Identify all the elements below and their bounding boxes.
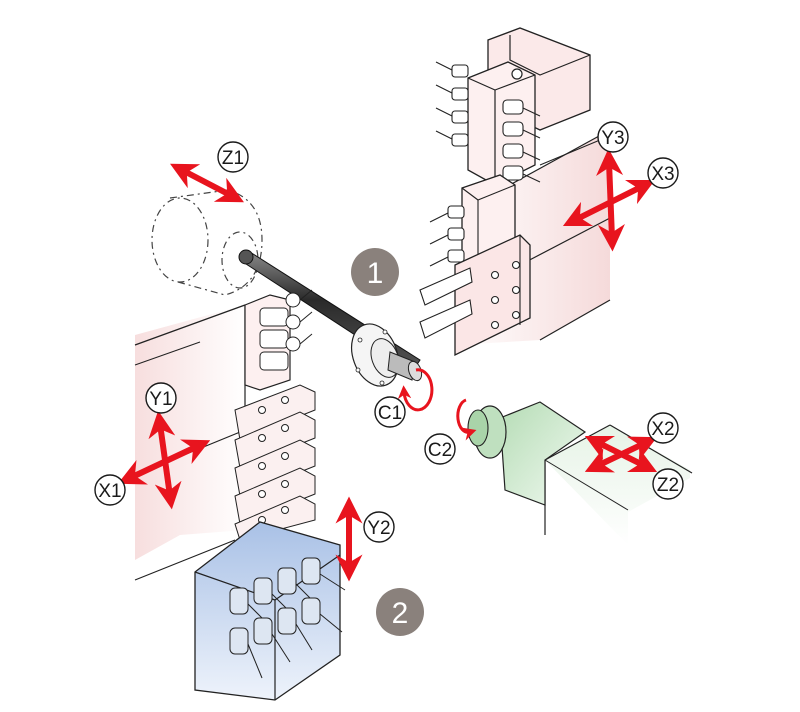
x3-arrow [562,179,656,227]
axis-label-z2: Z2 [652,468,684,500]
svg-text:Z2: Z2 [657,475,679,496]
svg-text:2: 2 [392,597,409,630]
c2-rotation-arrow [456,398,477,441]
axis-label-x3: X3 [647,157,679,189]
axis-label-c2: C2 [424,433,456,465]
axis-label-y1: Y1 [145,382,177,414]
z2-arrow [584,436,658,473]
main-spindle [151,189,263,296]
axis-label-y2: Y2 [363,511,395,543]
svg-text:C1: C1 [378,403,402,424]
axis-label-x2: X2 [647,412,679,444]
svg-text:X2: X2 [651,419,674,440]
axis-label-z1: Z1 [217,141,249,173]
x1-arrow [117,439,211,485]
svg-text:C2: C2 [428,440,452,461]
guide-bushing [351,323,423,387]
svg-text:Y2: Y2 [367,518,390,539]
axis-label-x1: X1 [94,474,126,506]
axis-arrows [117,148,658,582]
rotation-arrows [397,368,477,441]
callout-2: 2 [376,588,424,636]
svg-text:Y1: Y1 [149,389,172,410]
svg-text:X3: X3 [651,164,674,185]
axis-label-c1: C1 [374,396,406,428]
svg-text:Y3: Y3 [601,128,624,149]
svg-text:Z1: Z1 [222,148,244,169]
callout-1: 1 [351,248,399,296]
svg-text:1: 1 [367,257,384,290]
axis-label-y3: Y3 [597,121,629,153]
c1-rotation-arrow [397,368,434,412]
back-tool-block [194,521,346,701]
z1-arrow [170,163,244,203]
upper-tool-post [419,27,611,357]
svg-text:X1: X1 [98,481,121,502]
